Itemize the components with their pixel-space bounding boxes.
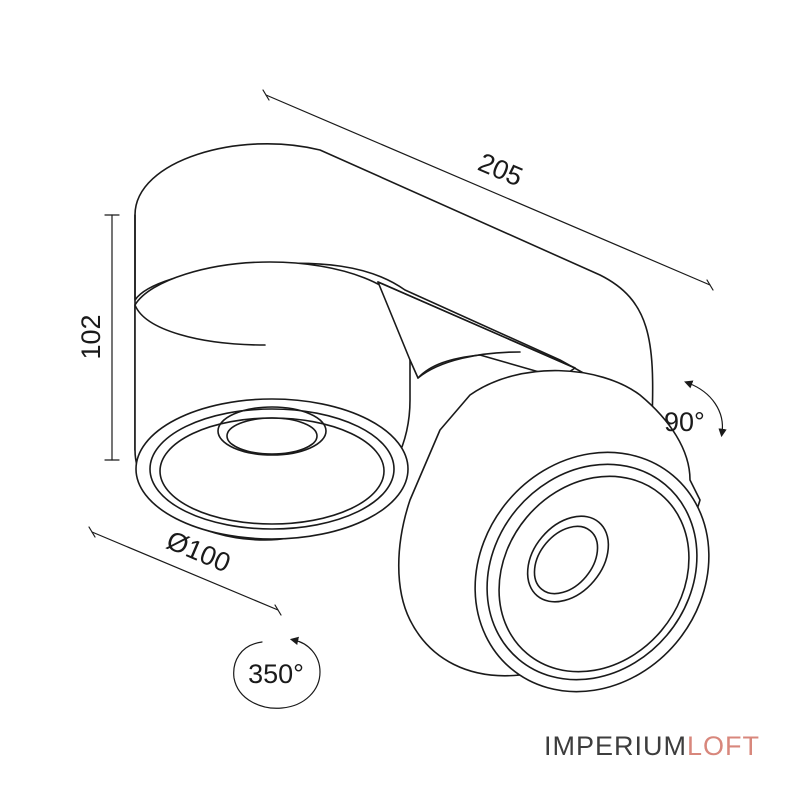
rotation-indicator: 350° <box>233 636 321 709</box>
left-spotlight <box>134 261 411 541</box>
tilt-arrow-icon <box>684 380 727 438</box>
right-spotlight <box>397 369 710 693</box>
brand-part2: LOFT <box>686 731 760 761</box>
rotation-label: 350° <box>248 659 304 689</box>
brand-logo: IMPERIUMLOFT <box>544 731 760 762</box>
dimension-102: 102 <box>76 214 120 461</box>
length-label: 205 <box>474 147 527 192</box>
brand-part1: IMPERIUM <box>543 731 687 761</box>
height-label: 102 <box>76 314 106 359</box>
tilt-label: 90° <box>664 407 705 437</box>
rotation-arrow-icon <box>233 636 321 709</box>
tilt-indicator: 90° <box>664 380 727 438</box>
connector-bar <box>377 281 576 379</box>
